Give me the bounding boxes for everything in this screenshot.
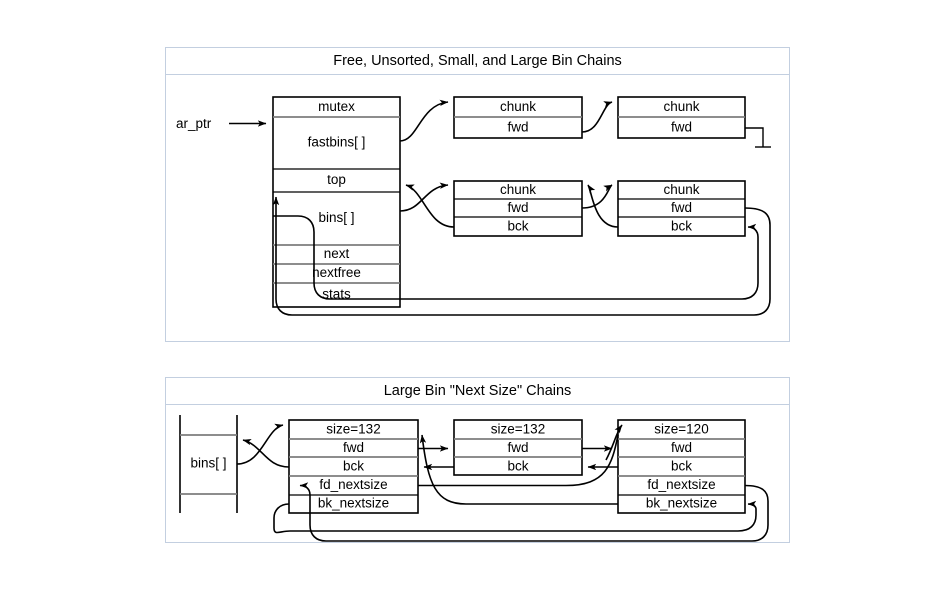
bin-chunk-2-fwd: fwd	[671, 200, 692, 215]
bin-chunk-2-bck: bck	[671, 219, 692, 234]
large-chunk-2-bck: bck	[507, 459, 528, 474]
large-chunk-2-fwd: fwd	[507, 440, 528, 455]
link-chunk1-bknext-loop-to-chunk3	[273, 500, 757, 534]
arena-struct-box: mutex fastbins[ ] top bins[ ] next nextf…	[272, 96, 401, 308]
panel-1-title: Free, Unsorted, Small, and Large Bin Cha…	[166, 48, 789, 75]
arena-field-bins: bins[ ]	[318, 210, 354, 225]
bin-chunk-2-title: chunk	[663, 182, 699, 197]
bin-chunk-1-bck: bck	[507, 219, 528, 234]
large-chunk-1-bk-nextsize: bk_nextsize	[318, 496, 389, 511]
link-chunk3-bknext-to-chunk1	[419, 434, 618, 505]
panel-free-unsorted-small-large: Free, Unsorted, Small, and Large Bin Cha…	[165, 47, 790, 342]
link-chunk3-fdnext-loop-to-chunk1	[299, 482, 769, 542]
fastbin-chunk-2-fwd: fwd	[671, 120, 692, 135]
link-chunk1-fdnext-to-chunk3-a	[418, 434, 619, 487]
panel-1-body: ar_ptr mutex fastbins[ ] top bins[ ]	[166, 75, 789, 341]
arena-field-stats: stats	[322, 287, 351, 302]
large-chunk-3-bck: bck	[671, 459, 692, 474]
fastbin-chunk-1-fwd: fwd	[507, 120, 528, 135]
arena-field-next: next	[324, 246, 350, 261]
large-chunk-1-size: size=132	[326, 422, 380, 437]
panel-1-graphics: ar_ptr mutex fastbins[ ] top bins[ ]	[176, 96, 771, 316]
link-chunk1-bck-to-bins	[242, 439, 290, 468]
arena-field-top: top	[327, 172, 346, 187]
fastbin-chunk-1-title: chunk	[500, 99, 536, 114]
panel-2-body: bins[ ] size=132 fwd bck fd_nextsize bk_…	[166, 405, 789, 542]
large-chunk-2: size=132 fwd bck	[453, 419, 583, 476]
bin-chunk-1-title: chunk	[500, 182, 536, 197]
large-chunk-1: size=132 fwd bck fd_nextsize bk_nextsize	[288, 419, 419, 514]
fastbin-chunk-2-title: chunk	[663, 99, 699, 114]
large-chunk-1-fwd: fwd	[343, 440, 364, 455]
large-chunk-3-bk-nextsize: bk_nextsize	[646, 496, 717, 511]
fastbin-chunk-2: chunk fwd	[617, 96, 746, 139]
link-binchunk2-bck-to-binchunk1	[587, 184, 619, 228]
bins-array-label: bins[ ]	[190, 456, 226, 471]
link-binchunk1-bck-to-bins	[405, 184, 455, 228]
link-fastbins-to-chunk1	[399, 99, 449, 142]
bin-chunk-1-fwd: fwd	[507, 200, 528, 215]
large-chunk-3-fwd: fwd	[671, 440, 692, 455]
link-bins-to-binchunk1	[399, 182, 449, 212]
bins-array-cell: bins[ ]	[179, 415, 238, 513]
panel-large-bin-next-size: Large Bin "Next Size" Chains bins[ ]	[165, 377, 790, 543]
link-chunk1-fdnext-to-chunk3	[605, 424, 623, 461]
large-chunk-2-size: size=132	[491, 422, 545, 437]
fastbin-chunk-1: chunk fwd	[453, 96, 583, 139]
link-binchunk2-fwd-loop-to-bins	[272, 196, 771, 316]
large-chunk-3-fd-nextsize: fd_nextsize	[647, 477, 715, 492]
large-chunk-1-fd-nextsize: fd_nextsize	[319, 477, 387, 492]
arena-field-fastbins: fastbins[ ]	[308, 135, 366, 150]
arena-field-nextfree: nextfree	[312, 265, 361, 280]
large-chunk-3-size: size=120	[654, 422, 708, 437]
link-chunk1-to-chunk2	[581, 101, 613, 133]
bin-chunk-2: chunk fwd bck	[617, 180, 746, 237]
panel-2-title: Large Bin "Next Size" Chains	[166, 378, 789, 405]
large-chunk-1-bck: bck	[343, 459, 364, 474]
link-bins-loop-to-binchunk2-bck	[273, 215, 759, 300]
ar-ptr-label: ar_ptr	[176, 116, 212, 131]
link-chunk2-null	[745, 127, 764, 147]
panel-2-graphics: bins[ ] size=132 fwd bck fd_nextsize bk_…	[179, 415, 769, 542]
large-chunk-3: size=120 fwd bck fd_nextsize bk_nextsize	[617, 419, 746, 514]
link-binchunk1-to-binchunk2	[581, 184, 613, 209]
link-bins-to-chunk1	[236, 423, 284, 465]
bin-chunk-1: chunk fwd bck	[453, 180, 583, 237]
arena-field-mutex: mutex	[318, 99, 355, 114]
